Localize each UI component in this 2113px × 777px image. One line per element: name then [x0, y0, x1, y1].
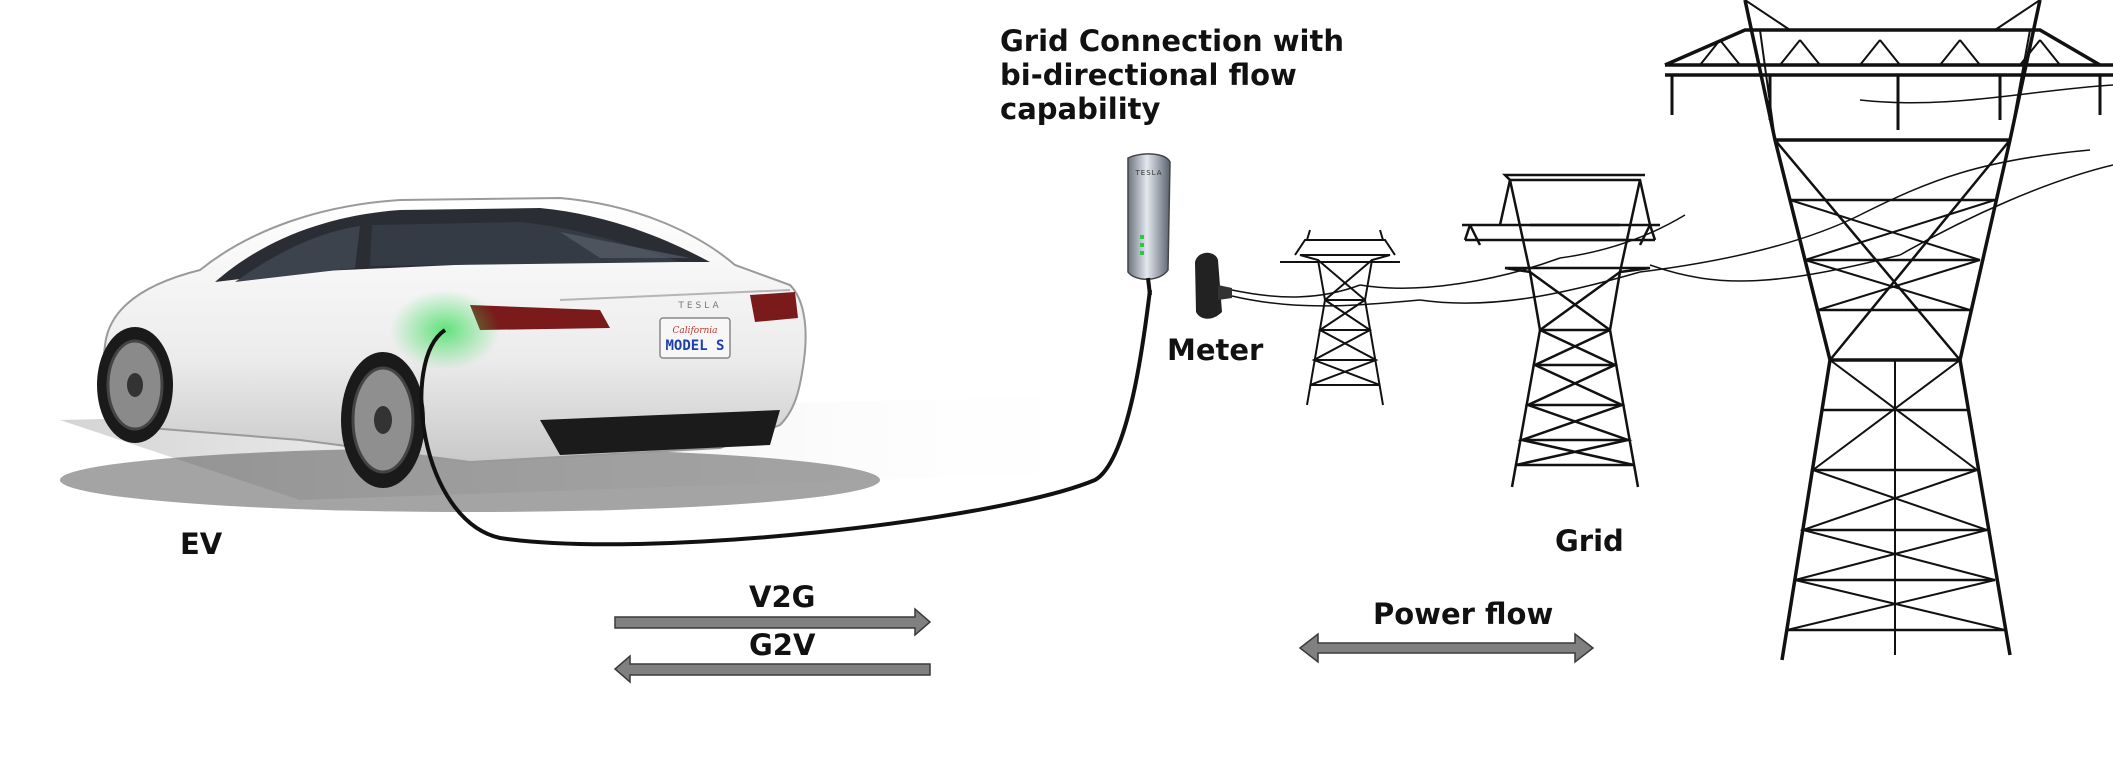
v2g-label: V2G: [749, 580, 816, 614]
front-wheel: [97, 327, 173, 443]
v2g-arrow: [614, 607, 932, 637]
charging-cable: [419, 289, 1152, 547]
transmission-tower-medium: [1462, 173, 1660, 488]
plate-state: California: [672, 326, 717, 336]
power-lines: [1231, 84, 2113, 307]
plate-text: MODEL S: [665, 338, 724, 354]
grid-connection-label: Grid Connection with bi-directional flow…: [1000, 24, 1344, 126]
power-flow-label: Power flow: [1373, 597, 1554, 631]
grid-connection-line-1: Grid Connection with: [1000, 24, 1344, 58]
grid-label: Grid: [1555, 524, 1624, 558]
g2v-arrow: [613, 654, 931, 684]
grid-connection-line-3: capability: [1000, 92, 1161, 126]
charger-brand: TESLA: [1135, 169, 1163, 177]
license-plate: [659, 317, 731, 359]
ev-label: EV: [180, 527, 223, 561]
power-flow-double-arrow: [1298, 632, 1595, 664]
grid-connection-line-2: bi-directional flow: [1000, 58, 1297, 92]
car-brand: TESLA: [677, 301, 721, 311]
transmission-tower-large: [1664, 0, 2113, 661]
meter-device: [1195, 252, 1232, 319]
meter-label: Meter: [1167, 333, 1264, 367]
transmission-tower-small: [1280, 229, 1400, 406]
electric-car-image: California MODEL S TESLA: [60, 196, 1150, 512]
g2v-label: G2V: [749, 628, 816, 662]
rear-wheel: [341, 352, 425, 488]
wall-charger: TESLA: [1127, 153, 1171, 296]
